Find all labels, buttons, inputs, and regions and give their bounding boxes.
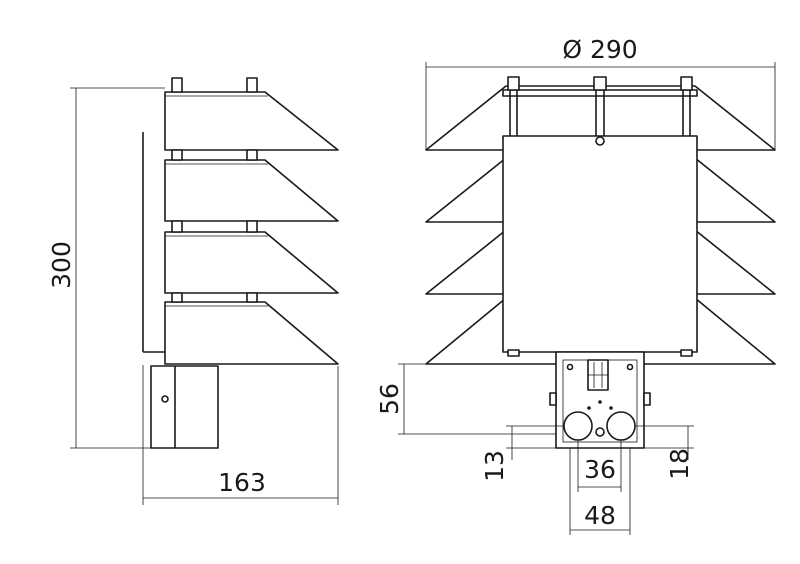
side-view: 300 163: [47, 77, 339, 505]
dim-offset-18: 18: [635, 425, 694, 480]
side-nuts: [171, 77, 258, 303]
cable-hole-right: [606, 411, 636, 441]
box-width-label: 48: [584, 501, 616, 530]
front-rods: [502, 76, 698, 136]
junction-box: [549, 351, 651, 449]
hole-spacing-label: 36: [584, 455, 616, 484]
depth-label: 163: [218, 468, 266, 497]
box-height-label: 56: [375, 383, 404, 415]
offset-13-label: 13: [480, 450, 509, 482]
height-label: 300: [47, 241, 76, 289]
cable-hole-left: [563, 411, 593, 441]
dim-diameter: Ø 290: [425, 35, 776, 150]
side-louver-4: [164, 301, 339, 365]
housing-plate: [502, 135, 698, 353]
offset-18-label: 18: [665, 448, 694, 480]
dim-box-width: 48: [569, 448, 631, 535]
side-box-screw: [161, 395, 169, 403]
dim-depth: 163: [142, 365, 339, 505]
side-louver-2: [164, 159, 339, 222]
dim-hole-spacing: 36: [577, 440, 622, 492]
dim-box-height: 56: [375, 363, 556, 435]
diameter-label: Ø 290: [562, 35, 637, 64]
dim-offset-13: 13: [480, 425, 564, 482]
housing-hole: [595, 136, 605, 146]
side-box: [150, 365, 219, 449]
side-louver-1: [164, 91, 339, 151]
front-view: Ø 290 56 13 18 36: [375, 35, 776, 535]
side-louver-3: [164, 231, 339, 294]
dim-height: 300: [47, 87, 165, 449]
housing-feet: [507, 349, 693, 357]
